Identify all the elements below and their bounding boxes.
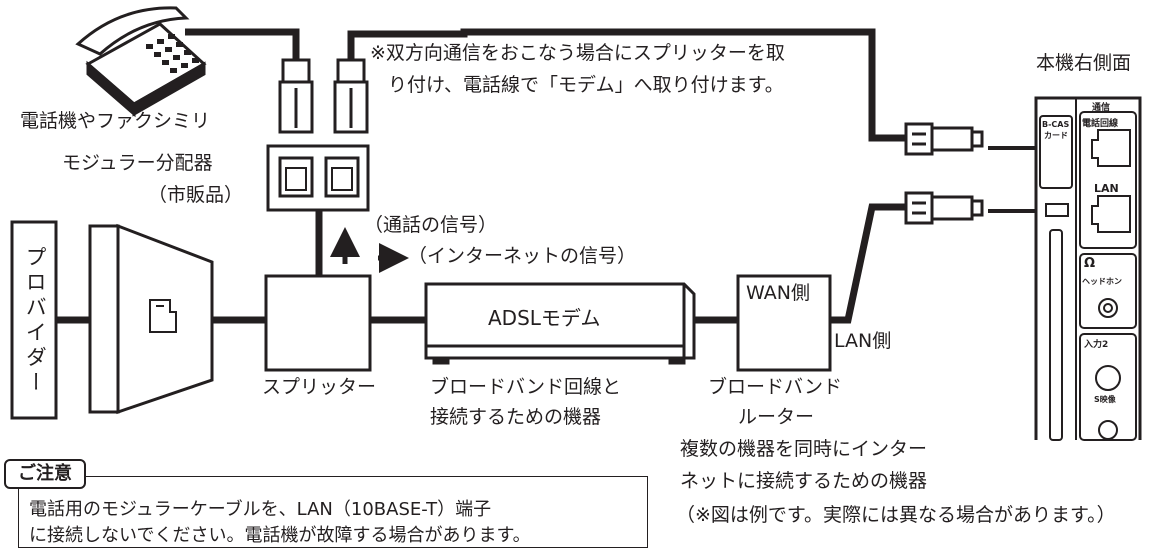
lan-port bbox=[1091, 195, 1131, 233]
panel-bcas-label: B-CAS bbox=[1042, 120, 1070, 129]
cable-router-lan bbox=[830, 203, 910, 324]
notice-box: 電話用のモジュラーケーブルを、LAN（10BASE-T）端子 に接続しないでくだ… bbox=[18, 476, 648, 548]
panel-phone-line-label: 電話回線 bbox=[1082, 119, 1119, 129]
telephone-icon bbox=[75, 6, 207, 118]
provider-box bbox=[10, 220, 58, 420]
phone-label: 電話機やファクシミリ bbox=[20, 110, 211, 132]
router-label-line1: ブロードバンド bbox=[708, 376, 842, 398]
modular-jack-icon bbox=[149, 299, 177, 333]
plug-right bbox=[333, 58, 369, 134]
notice-line1: 電話用のモジュラーケーブルを、LAN（10BASE-T）端子 bbox=[29, 499, 492, 520]
modular-divider bbox=[266, 144, 370, 212]
panel-lan-label: LAN bbox=[1094, 182, 1119, 195]
phone-port bbox=[1091, 129, 1131, 167]
plug-lan bbox=[904, 191, 984, 225]
router-desc-line1: 複数の機器を同時にインター bbox=[680, 438, 928, 460]
example-note: （※図は例です。実際には異なる場合があります。） bbox=[676, 504, 1116, 526]
panel-card-label: カード bbox=[1044, 131, 1068, 140]
panel-tsushin-label: 通信 bbox=[1092, 103, 1111, 113]
adsl-desc-line2: 接続するための機器 bbox=[430, 406, 602, 428]
splitter-box bbox=[264, 274, 372, 372]
internet-signal-label: （インターネットの信号） bbox=[408, 245, 637, 267]
panel-s-video-label: S映像 bbox=[1094, 395, 1116, 404]
headphone-icon: Ω bbox=[1084, 256, 1096, 271]
device-side-label: 本機右側面 bbox=[1036, 52, 1132, 74]
cable-phone bbox=[185, 28, 300, 65]
router-desc-line2: ネットに接続するための機器 bbox=[680, 470, 928, 492]
cable-splitter-modem-line bbox=[347, 28, 910, 142]
lan-side-label: LAN側 bbox=[834, 330, 892, 352]
panel-headphone-label: ヘッドホン bbox=[1082, 277, 1122, 286]
splitter-note-line2: り付け、電話線で「モデム」へ取り付けます。 bbox=[388, 74, 784, 96]
notice-title: ご注意 bbox=[4, 459, 86, 489]
router-box bbox=[736, 274, 832, 372]
splitter-note-line1: ※双方向通信をおこなう場合にスプリッターを取 bbox=[370, 42, 785, 64]
network-diagram bbox=[10, 6, 1142, 441]
plug-left bbox=[278, 58, 314, 134]
wan-side-label: WAN側 bbox=[746, 282, 810, 304]
adsl-modem bbox=[424, 282, 696, 365]
cables bbox=[56, 28, 910, 324]
adsl-modem-label: ADSLモデム bbox=[488, 306, 601, 330]
modular-divider-label: モジュラー分配器 bbox=[62, 152, 213, 174]
s-video-jack bbox=[1095, 365, 1121, 391]
router-label-line2: ルーター bbox=[738, 406, 815, 428]
modular-divider-sub-label: （市販品） bbox=[148, 184, 244, 206]
device-side-panel bbox=[1034, 96, 1142, 441]
notice-line2: に接続しないでください。電話機が故障する場合があります。 bbox=[29, 525, 531, 546]
panel-input2-label: 入力2 bbox=[1084, 340, 1109, 350]
call-signal-label: （通話の信号） bbox=[364, 214, 498, 236]
wall-jack bbox=[88, 223, 214, 415]
provider-label: プロバイダー bbox=[23, 246, 48, 396]
plug-phone-line bbox=[904, 122, 984, 156]
adsl-desc-line1: ブロードバンド回線と bbox=[430, 376, 621, 398]
splitter-label: スプリッター bbox=[262, 376, 377, 398]
